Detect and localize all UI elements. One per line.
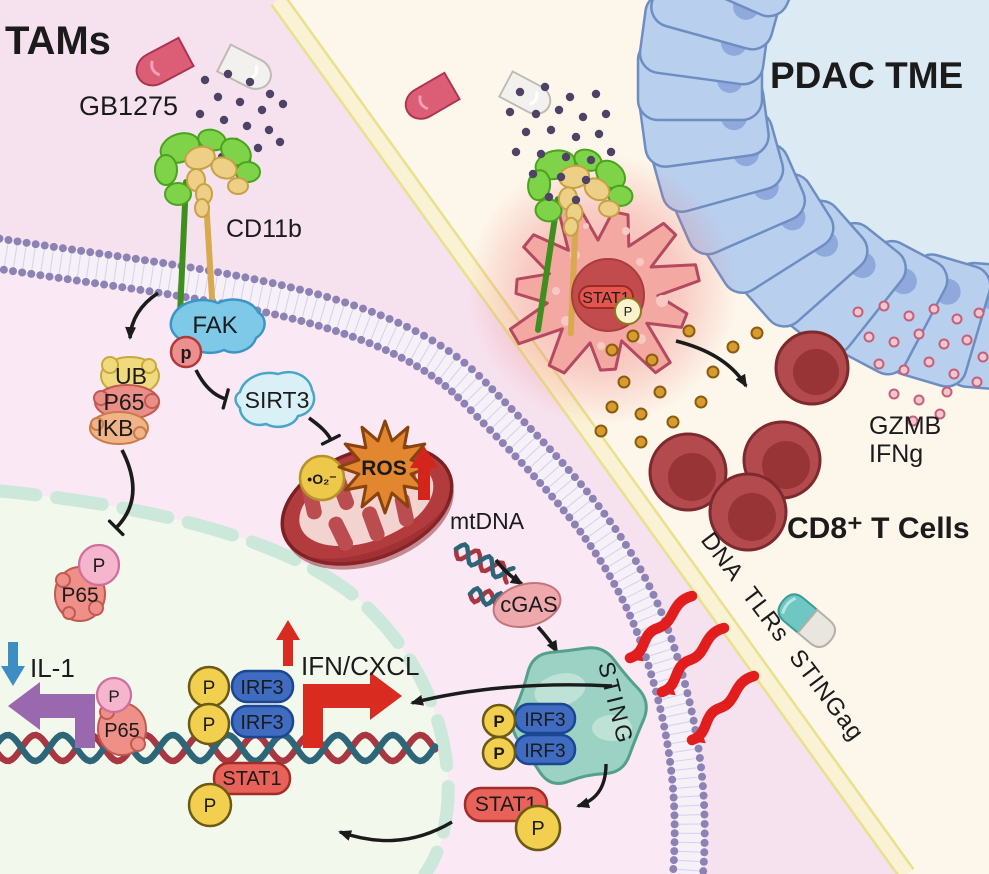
ifng-label: IFNg — [869, 440, 923, 468]
arrow-fak-to-ub — [125, 291, 160, 340]
phospho-label: P — [203, 715, 216, 736]
ros-burst — [337, 419, 433, 515]
tumor-debris-dots — [852, 300, 989, 427]
phospho-label: P — [531, 818, 544, 840]
capsule-open-left — [135, 36, 272, 90]
fak-phospho-badge — [169, 335, 203, 369]
tumor-lumen — [758, 0, 989, 272]
cd11b-label: CD11b — [226, 215, 302, 243]
dna-stat1 — [187, 761, 292, 828]
capsule-stingag — [777, 593, 837, 648]
irf3-dimer-nucleus — [187, 665, 295, 746]
cytokine-granules — [594, 324, 764, 449]
phospho-label: P — [624, 304, 633, 319]
arrow-irf3-to-nucleus — [410, 683, 613, 706]
ub-p65-ikb-complex — [89, 356, 160, 445]
cell-membrane — [0, 234, 709, 874]
arrow-stat1-to-nucleus — [338, 820, 453, 843]
arrow-cgas-sting — [536, 625, 559, 654]
p65-label: P65 — [104, 389, 145, 415]
phospho-label: P — [108, 687, 119, 706]
sirt3-protein — [234, 371, 316, 428]
cd8-tcells-label: CD8⁺ T Cells — [787, 512, 970, 545]
superoxide-badge — [298, 454, 346, 502]
il1-promoter-arrow — [8, 682, 95, 748]
phospho-label: P — [204, 796, 217, 817]
irf3-label: IRF3 — [240, 712, 283, 734]
arrow-mtdna-cgas — [494, 558, 524, 586]
ifn-up-arrow — [276, 620, 300, 666]
il1-label: IL-1 — [30, 653, 75, 683]
tam-title: TAMs — [5, 19, 111, 63]
arrow-sting-stat1 — [576, 763, 608, 808]
sirt3-label: SIRT3 — [245, 387, 310, 413]
mtdna-helix-icon — [453, 541, 516, 585]
superoxide-label: •O₂⁻ — [307, 471, 336, 487]
ikb-label: IKB — [96, 415, 133, 441]
ros-up-arrow — [410, 446, 438, 500]
nuclear-p65-label: P65 — [61, 584, 98, 607]
cgas-protein — [492, 582, 562, 628]
phospho-label: P — [493, 712, 504, 731]
dna-p65 — [95, 676, 147, 756]
stimuli-entry-arrows — [624, 590, 760, 746]
cgas-label: cGAS — [500, 592, 557, 617]
drug-particles-right — [505, 82, 616, 205]
p65-label: P65 — [104, 720, 140, 742]
tumor-epithelial-cells — [636, 0, 989, 392]
stat1-cyto-phospho — [514, 804, 562, 852]
mtdna-label: mtDNA — [450, 508, 525, 534]
blue-down-arrow — [1, 642, 25, 686]
capsule-open-right — [404, 70, 552, 120]
ub-label: UB — [115, 363, 147, 389]
irf3-label: IRF3 — [524, 741, 565, 762]
nuclear-p65-phospho: P — [93, 556, 106, 577]
ros-label: ROS — [361, 457, 407, 480]
ifn-cxcl-label: IFN/CXCL — [301, 651, 419, 681]
fak-label: FAK — [192, 312, 237, 339]
inhibit-fak-sirt3 — [194, 369, 230, 410]
irf3-label: IRF3 — [524, 710, 565, 731]
inhibit-sirt3-mito — [307, 416, 341, 446]
stat1-label: STAT1 — [222, 768, 281, 790]
nuclear-envelope — [0, 484, 455, 874]
fak-phospho-label: p — [181, 343, 192, 363]
tme-title: PDAC TME — [770, 55, 963, 96]
stat1-label: STAT1 — [475, 793, 537, 816]
ifn-promoter-arrow — [303, 672, 402, 748]
stat1-mac-phospho — [614, 297, 642, 325]
irf3-dimer-sting — [481, 702, 577, 771]
gzmb-label: GZMB — [869, 412, 941, 440]
phospho-label: P — [493, 744, 504, 763]
irf3-label: IRF3 — [240, 677, 283, 699]
genomic-dna-helix — [0, 731, 439, 765]
arrow-macrophage-tcells — [675, 339, 748, 388]
inhibit-ikb-p65 — [107, 449, 135, 537]
nuclear-p65 — [54, 543, 121, 622]
phospho-label: P — [203, 678, 216, 699]
cd8-t-cells — [648, 330, 850, 552]
drug-label: GB1275 — [79, 91, 178, 121]
